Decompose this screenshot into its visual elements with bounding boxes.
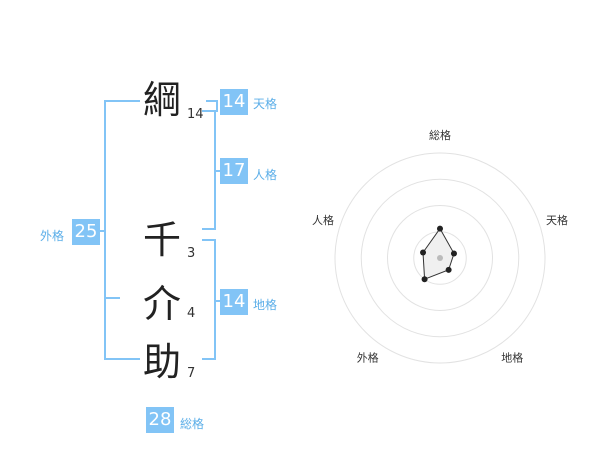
radar-axis-label: 天格 — [546, 213, 568, 227]
gaikaku-split-tick — [104, 297, 120, 299]
radar-point — [437, 225, 443, 232]
gaikaku-bracket — [104, 100, 140, 360]
gaikaku-badge: 25 — [72, 219, 100, 245]
jinkaku-label: 人格 — [253, 168, 278, 182]
soukaku-label: 総格 — [180, 417, 205, 431]
gaikaku-label: 外格 — [40, 229, 65, 243]
radar-ring — [334, 152, 546, 364]
radar-center — [437, 255, 443, 261]
jinkaku-badge: 17 — [220, 158, 248, 184]
chikaku-bracket — [202, 239, 216, 360]
radar-area — [422, 227, 455, 280]
radar-axis-label: 人格 — [312, 213, 334, 227]
tenkaku-badge: 14 — [220, 89, 248, 115]
soukaku-badge: 28 — [146, 407, 174, 433]
jinkaku-connector — [215, 170, 221, 172]
radar-point — [421, 276, 428, 283]
name-char-1: 綱 — [142, 78, 181, 122]
tenkaku-bracket — [206, 100, 218, 112]
radar-axis-label: 総格 — [429, 128, 451, 142]
jinkaku-bracket — [202, 110, 216, 230]
radar-point — [445, 266, 452, 273]
chikaku-connector — [215, 300, 221, 302]
name-char-2: 千 — [142, 218, 181, 262]
tenkaku-label: 天格 — [253, 97, 278, 111]
name-char-3: 介 — [142, 282, 181, 326]
radar-point — [420, 249, 427, 256]
gaikaku-connector — [97, 230, 105, 232]
stroke-count-2: 3 — [187, 246, 196, 261]
chikaku-label: 地格 — [253, 298, 278, 312]
radar-axis-label: 地格 — [501, 351, 523, 365]
radar-ring — [387, 205, 493, 311]
radar-ring — [360, 178, 520, 338]
name-char-4: 助 — [142, 340, 181, 384]
stroke-count-1: 14 — [187, 107, 204, 122]
radar-axis-label: 外格 — [357, 351, 379, 365]
stroke-count-3: 4 — [187, 306, 196, 321]
chikaku-badge: 14 — [220, 289, 248, 315]
radar-point — [450, 250, 457, 257]
stroke-count-4: 7 — [187, 366, 196, 381]
